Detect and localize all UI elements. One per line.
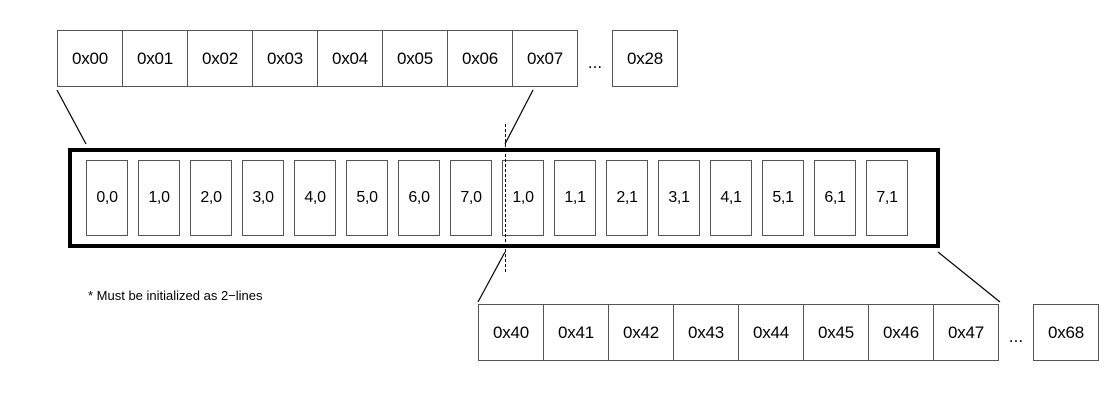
cache-cell: 6,0 <box>398 160 440 236</box>
address-ellipsis: ... <box>587 53 603 72</box>
cache-cell: 2,0 <box>190 160 232 236</box>
line-split-divider <box>505 124 506 272</box>
address-cell: 0x03 <box>252 30 318 87</box>
address-cell: 0x01 <box>122 30 188 87</box>
cache-cell: 5,1 <box>762 160 804 236</box>
cache-cell: 0,0 <box>86 160 128 236</box>
lower-address-row: 0x40 0x41 0x42 0x43 0x44 0x45 0x46 0x47 … <box>478 304 1099 361</box>
cache-cell: 2,1 <box>606 160 648 236</box>
address-cell: 0x02 <box>187 30 253 87</box>
address-cell: 0x00 <box>57 30 123 87</box>
address-cell: 0x40 <box>478 304 544 361</box>
connector-bottom-right <box>937 251 1001 303</box>
address-ellipsis: ... <box>1008 327 1024 346</box>
cache-cell: 4,0 <box>294 160 336 236</box>
address-cell: 0x45 <box>803 304 869 361</box>
cache-cell: 4,1 <box>710 160 752 236</box>
connector-bottom-left <box>477 251 506 303</box>
address-cell-tail: 0x68 <box>1033 304 1099 361</box>
cache-cell: 7,1 <box>866 160 908 236</box>
cache-cell: 3,1 <box>658 160 700 236</box>
address-cell: 0x46 <box>868 304 934 361</box>
address-cell: 0x05 <box>382 30 448 87</box>
address-cell: 0x44 <box>738 304 804 361</box>
address-cell: 0x47 <box>933 304 999 361</box>
cache-cell: 1,0 <box>138 160 180 236</box>
cache-cell: 5,0 <box>346 160 388 236</box>
address-cell: 0x43 <box>673 304 739 361</box>
cache-cell: 6,1 <box>814 160 856 236</box>
connector-top-right <box>504 89 534 145</box>
cache-cell: 3,0 <box>242 160 284 236</box>
cache-cell: 7,0 <box>450 160 492 236</box>
address-cell-tail: 0x28 <box>612 30 678 87</box>
address-cell: 0x42 <box>608 304 674 361</box>
connector-top-left <box>56 89 87 145</box>
cache-line-buffer: 0,0 1,0 2,0 3,0 4,0 5,0 6,0 7,0 1,0 1,1 … <box>68 148 940 248</box>
footnote-text: * Must be initialized as 2−lines <box>88 288 263 303</box>
address-cell: 0x04 <box>317 30 383 87</box>
address-cell: 0x07 <box>512 30 578 87</box>
cache-cell: 1,0 <box>502 160 544 236</box>
address-cell: 0x41 <box>543 304 609 361</box>
address-cell: 0x06 <box>447 30 513 87</box>
cache-line-cells: 0,0 1,0 2,0 3,0 4,0 5,0 6,0 7,0 1,0 1,1 … <box>86 160 908 236</box>
cache-cell: 1,1 <box>554 160 596 236</box>
upper-address-row: 0x00 0x01 0x02 0x03 0x04 0x05 0x06 0x07 … <box>57 30 678 87</box>
